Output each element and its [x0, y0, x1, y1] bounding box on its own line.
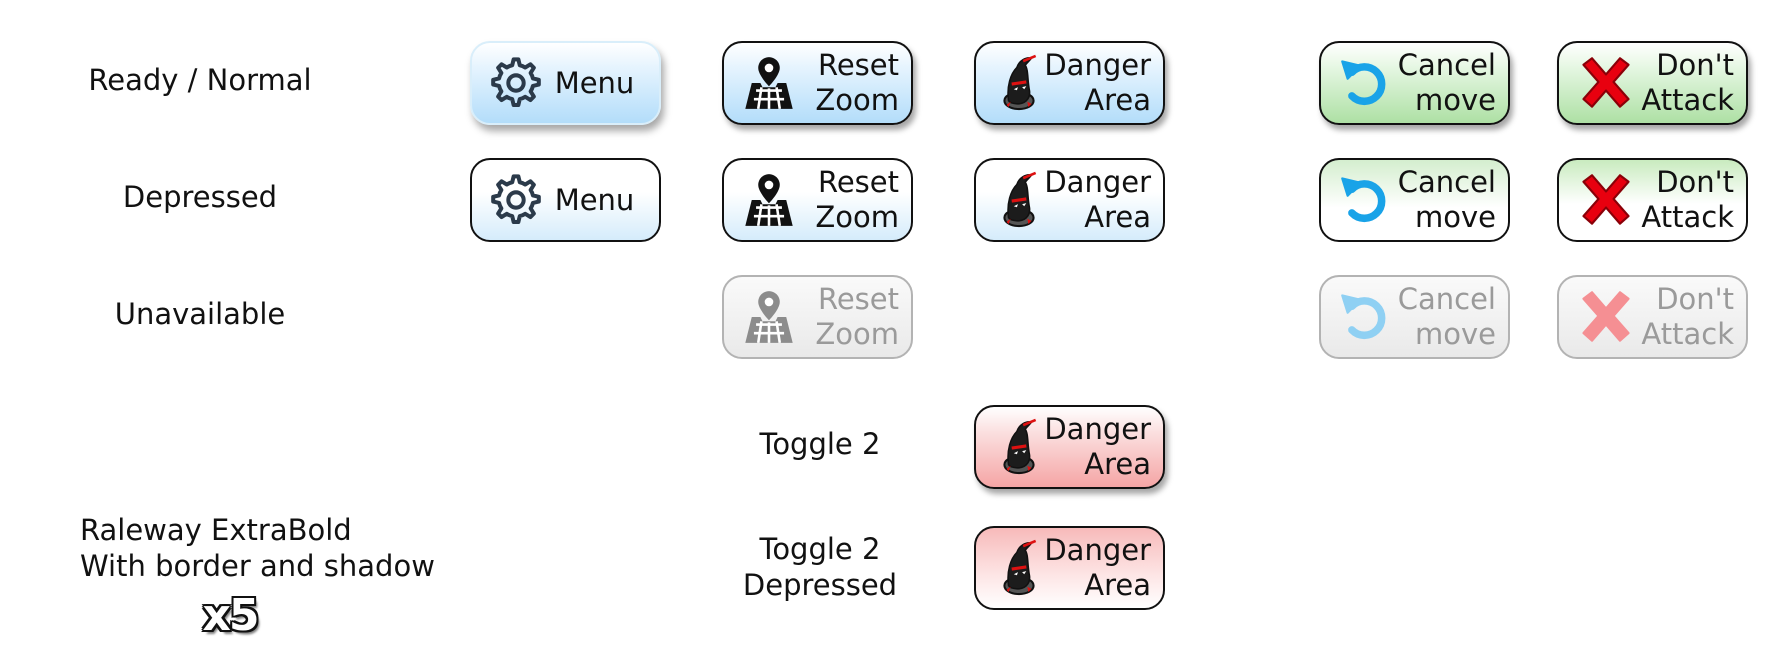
row-label-toggle2-depressed: Toggle 2 Depressed	[730, 531, 910, 603]
dont-attack-button-unavailable: Don't Attack	[1557, 275, 1748, 359]
cancel-move-label-line2: move	[1415, 200, 1496, 234]
cancel-move-label-line2: move	[1415, 83, 1496, 117]
cancel-move-label-line2: move	[1415, 317, 1496, 351]
danger-area-label-line2: Area	[1084, 447, 1151, 481]
undo-arrow-icon	[1339, 55, 1395, 111]
font-note-line1: Raleway ExtraBold	[80, 513, 352, 547]
cancel-move-label: Cancel move	[1395, 165, 1496, 235]
gear-icon	[490, 57, 542, 109]
font-note-line2: With border and shadow	[80, 549, 435, 583]
cancel-move-button-ready[interactable]: Cancel move	[1319, 41, 1510, 125]
reset-zoom-label: Reset Zoom	[796, 48, 899, 118]
danger-area-label-line1: Danger	[1044, 165, 1151, 199]
dont-attack-label-line1: Don't	[1656, 165, 1734, 199]
danger-area-label-line2: Area	[1084, 83, 1151, 117]
danger-area-label-line1: Danger	[1044, 533, 1151, 567]
map-pin-icon	[742, 55, 796, 111]
cancel-move-label: Cancel move	[1395, 282, 1496, 352]
x-cross-icon	[1577, 288, 1635, 346]
dont-attack-label-line1: Don't	[1656, 282, 1734, 316]
dont-attack-label-line2: Attack	[1641, 83, 1734, 117]
undo-arrow-icon	[1339, 172, 1395, 228]
cancel-move-label-line1: Cancel	[1397, 282, 1496, 316]
danger-area-label: Danger Area	[1044, 48, 1151, 118]
cancel-move-label-line1: Cancel	[1397, 48, 1496, 82]
menu-button-depressed[interactable]: Menu	[470, 158, 661, 242]
danger-area-label-line1: Danger	[1044, 48, 1151, 82]
dont-attack-label: Don't Attack	[1635, 165, 1734, 235]
danger-area-label-line2: Area	[1084, 568, 1151, 602]
reset-zoom-label-line2: Zoom	[815, 83, 899, 117]
row-label-ready: Ready / Normal	[88, 63, 312, 97]
row-label-depressed: Depressed	[122, 180, 278, 214]
danger-area-label: Danger Area	[1044, 533, 1151, 603]
reset-zoom-button-depressed[interactable]: Reset Zoom	[722, 158, 913, 242]
dont-attack-label-line2: Attack	[1641, 200, 1734, 234]
cancel-move-button-depressed[interactable]: Cancel move	[1319, 158, 1510, 242]
reset-zoom-button-ready[interactable]: Reset Zoom	[722, 41, 913, 125]
reset-zoom-label-line1: Reset	[817, 282, 899, 316]
reset-zoom-label: Reset Zoom	[796, 282, 899, 352]
multiplier-badge: x5	[202, 590, 260, 641]
danger-area-button-depressed[interactable]: Danger Area	[974, 158, 1165, 242]
map-pin-icon	[742, 289, 796, 345]
row-label-toggle2: Toggle 2	[759, 427, 881, 461]
reset-zoom-label: Reset Zoom	[796, 165, 899, 235]
dont-attack-label-line1: Don't	[1656, 48, 1734, 82]
dont-attack-button-ready[interactable]: Don't Attack	[1557, 41, 1748, 125]
reset-zoom-label-line1: Reset	[817, 48, 899, 82]
cancel-move-label-line1: Cancel	[1397, 165, 1496, 199]
dont-attack-label: Don't Attack	[1635, 48, 1734, 118]
reset-zoom-button-unavailable: Reset Zoom	[722, 275, 913, 359]
dont-attack-label-line2: Attack	[1641, 317, 1734, 351]
danger-area-button-toggle2[interactable]: Danger Area	[974, 405, 1165, 489]
map-pin-icon	[742, 172, 796, 228]
cancel-move-button-unavailable: Cancel move	[1319, 275, 1510, 359]
ninja-character-icon	[994, 53, 1044, 113]
ninja-character-icon	[994, 417, 1044, 477]
menu-button-label: Menu	[554, 182, 635, 217]
reset-zoom-label-line2: Zoom	[815, 317, 899, 351]
ninja-character-icon	[994, 170, 1044, 230]
danger-area-label: Danger Area	[1044, 412, 1151, 482]
row-label-unavailable: Unavailable	[114, 297, 286, 331]
row-label-toggle2-depressed-line1: Toggle 2	[759, 532, 881, 566]
menu-button-ready[interactable]: Menu	[470, 41, 661, 125]
reset-zoom-label-line2: Zoom	[815, 200, 899, 234]
reset-zoom-label-line1: Reset	[817, 165, 899, 199]
x-cross-icon	[1577, 171, 1635, 229]
undo-arrow-icon	[1339, 289, 1395, 345]
dont-attack-label: Don't Attack	[1635, 282, 1734, 352]
x-cross-icon	[1577, 54, 1635, 112]
danger-area-label-line1: Danger	[1044, 412, 1151, 446]
row-label-toggle2-depressed-line2: Depressed	[742, 568, 898, 602]
dont-attack-button-depressed[interactable]: Don't Attack	[1557, 158, 1748, 242]
danger-area-button-toggle2-depressed[interactable]: Danger Area	[974, 526, 1165, 610]
danger-area-label: Danger Area	[1044, 165, 1151, 235]
danger-area-button-ready[interactable]: Danger Area	[974, 41, 1165, 125]
gear-icon	[490, 174, 542, 226]
danger-area-label-line2: Area	[1084, 200, 1151, 234]
font-note: Raleway ExtraBold With border and shadow	[80, 512, 440, 584]
menu-button-label: Menu	[554, 65, 635, 100]
ninja-character-icon	[994, 538, 1044, 598]
cancel-move-label: Cancel move	[1395, 48, 1496, 118]
